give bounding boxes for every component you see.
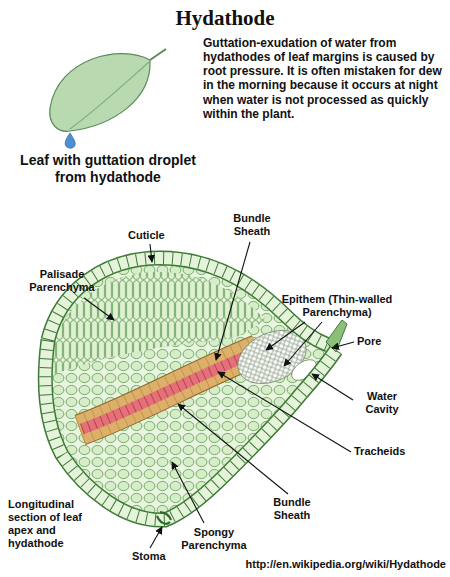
tracheids <box>82 350 262 429</box>
leader-line <box>332 342 354 348</box>
part-label: Bundle Sheath <box>262 496 322 522</box>
caption-label: Leaf with guttation droplet from hydatho… <box>8 152 208 185</box>
part-label: Spongy Parenchyma <box>172 526 256 552</box>
part-label: Palisade Parenchyma <box>20 268 104 294</box>
leader-line <box>218 372 351 452</box>
part-label: Cuticle <box>128 229 165 242</box>
leader-line <box>150 244 152 262</box>
source-url: http://en.wikipedia.org/wiki/Hydathode <box>246 558 446 571</box>
leader-line <box>178 404 288 494</box>
stoma-guard-cell <box>157 516 170 524</box>
leaf-stem <box>150 49 166 60</box>
leaf-blade <box>50 54 150 132</box>
leader-line <box>84 298 114 320</box>
guttation-droplet <box>65 133 75 148</box>
leader-line <box>284 322 322 366</box>
part-label: Epithem (Thin-walled Parenchyma) <box>262 293 412 319</box>
leader-line <box>172 462 204 523</box>
leader-line <box>312 374 353 400</box>
leader-lines <box>84 242 354 548</box>
title: Hydathode <box>0 6 450 31</box>
part-label: Stoma <box>132 550 166 563</box>
leaf-icon <box>50 49 166 148</box>
leader-line <box>266 322 305 350</box>
section-caption: Longitudinal section of leaf apex and hy… <box>8 498 106 550</box>
part-label: Tracheids <box>354 445 405 458</box>
description-note: Guttation-exudation of water from hydath… <box>203 36 447 121</box>
part-label: Bundle Sheath <box>222 212 282 238</box>
leader-line <box>216 242 250 360</box>
tracheid-walls <box>82 350 262 429</box>
stoma-guard-cell <box>160 512 171 520</box>
part-label: Pore <box>357 335 381 348</box>
leaf-midrib <box>70 62 149 129</box>
part-label: Water Cavity <box>355 390 409 416</box>
leader-line <box>150 527 162 548</box>
